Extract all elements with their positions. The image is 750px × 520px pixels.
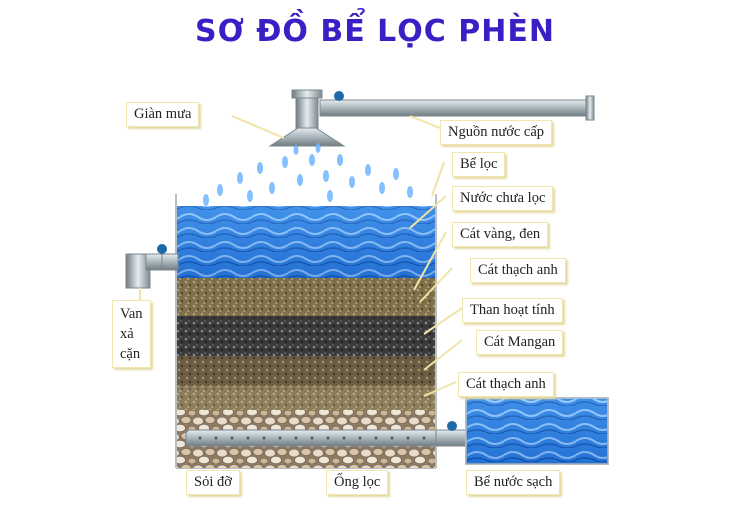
label-activated-carbon: Than hoạt tính [462,298,563,323]
diagram-title: SƠ ĐỒ BỂ LỌC PHÈN [195,14,555,49]
drain-pipe [159,253,179,271]
inlet-valve [334,91,344,101]
layer-yellow-black-sand [177,278,435,316]
label-drain-valve-line2: xả [120,326,134,342]
label-water-source: Nguồn nước cấp [440,120,553,145]
label-drain-valve-line3: cặn [120,346,141,362]
drain-valve [157,244,167,254]
down-pipe-cap [291,89,323,99]
label-filter-pipe: Ống lọc [326,470,389,495]
label-rain-sprinkler: Giàn mưa [126,102,200,127]
filter-pipe [185,429,459,447]
label-quartz-sand-top: Cát thạch anh [470,258,566,283]
layer-quartz-sand [177,386,435,410]
outlet-pipe [435,429,467,447]
layer-manganese-sand [177,356,435,386]
label-clean-water-tank: Bể nước sạch [466,470,561,495]
leader-lines [139,115,463,397]
clean-water-shade [466,398,608,464]
label-drain-valve: Van xả cặn [112,300,151,368]
inlet-pipe-end [585,95,595,121]
label-quartz-sand-bottom: Cát thạch anh [458,372,554,397]
layer-activated-carbon [177,316,435,356]
label-drain-valve-line1: Van [120,306,143,322]
filter-pipe-holes [198,436,426,440]
label-yellow-black-sand: Cát vàng, đen [452,222,549,247]
drain-pipe-joint [145,253,163,271]
layer-water-shade [177,206,435,278]
down-pipe [295,93,319,131]
label-support-gravel: Sỏi đỡ [186,470,240,495]
shower-head [268,127,346,147]
label-unfiltered-water: Nước chưa lọc [452,186,554,211]
label-manganese-sand: Cát Mangan [476,330,564,355]
label-filter-tank: Bể lọc [452,152,506,177]
rain-drops [203,143,413,206]
outlet-valve [447,421,457,431]
inlet-pipe [319,99,591,117]
